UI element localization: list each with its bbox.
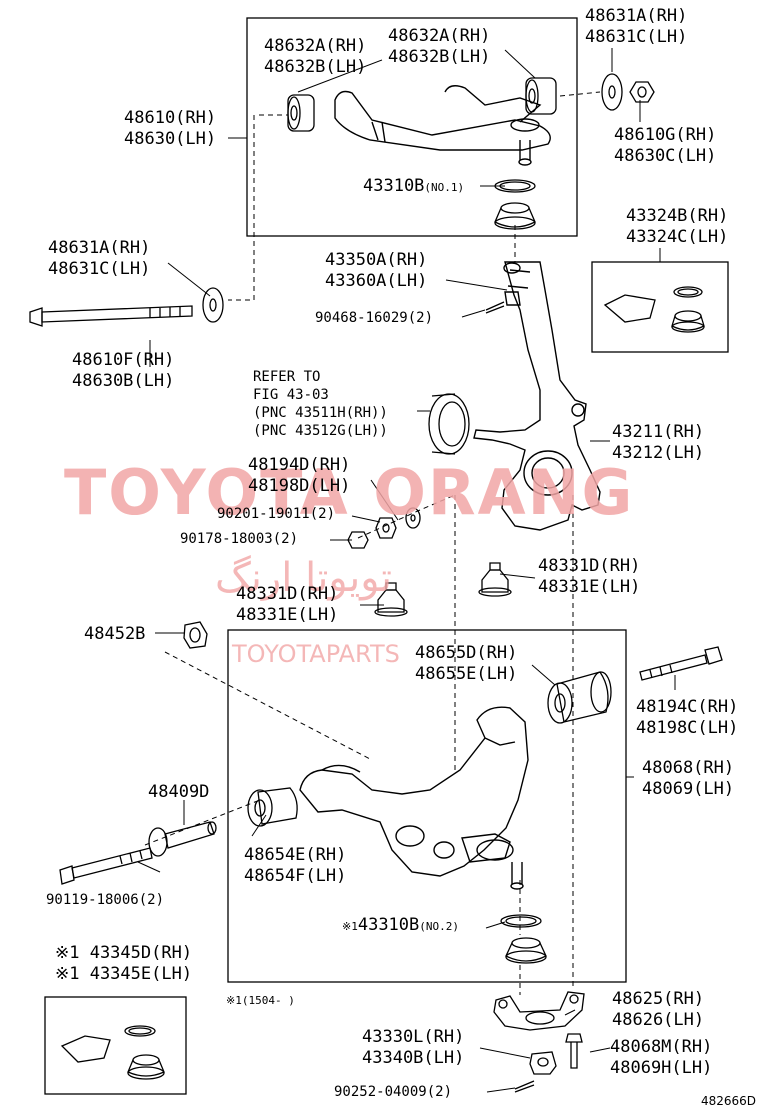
upper-arm-frame [246,17,578,237]
washer-90201 [405,507,421,529]
lower-control-arm [299,706,529,890]
hub-bearing-ring [428,393,470,455]
label-43324b: 43324B(RH)43324C(LH) [626,206,729,247]
bushing-48655d [547,671,612,724]
cotter-pin-90252 [514,1080,535,1093]
label-48625: 48625(RH)48626(LH) [612,989,705,1030]
label-48068m: 48068M(RH)48069H(LH) [610,1037,713,1078]
label-90468: 90468-16029(2) [315,310,434,326]
cotter-pin-90468 [485,301,505,314]
label-43350a: 43350A(RH)43360A(LH) [325,250,428,291]
label-48194d: 48194D(RH)48198D(LH) [248,455,351,496]
dust-boot-upper [494,202,536,230]
kit-frame-bottom [44,996,187,1095]
kit-top-contents [603,286,705,333]
label-90119: 90119-18006(2) [46,892,165,908]
steering-knuckle [473,261,601,531]
mount-48331-right [478,562,512,597]
snap-ring-lower [500,914,542,928]
label-48331d-right: 48331D(RH)48331E(LH) [538,556,641,597]
label-48632a-right: 48632A(RH)48632B(LH) [388,26,491,67]
reference-code: 482666D [700,1094,756,1108]
label-90252: 90252-04009(2) [334,1084,453,1100]
lower-arm-frame [227,629,627,983]
bolt-48610f [29,305,193,327]
label-43310b-no2: ※143310B(NO.2) [342,915,460,935]
kit-bottom-contents [60,1025,165,1080]
watermark-persian: تویوتا ارنگ [215,555,392,601]
label-48610: 48610(RH)48630(LH) [124,108,217,149]
label-48194c: 48194C(RH)48198C(LH) [636,697,739,738]
bolt-48068m [565,1033,583,1069]
label-48631a-top: 48631A(RH)48631C(LH) [585,6,688,47]
ball-joint-plate [493,991,585,1031]
cam-washer-left [202,287,224,323]
dust-boot-lower [505,937,547,964]
nut-48331-small [347,531,369,549]
label-48632a-left: 48632A(RH)48632B(LH) [264,36,367,77]
bolt-90119 [59,847,153,885]
note-1504: ※1(1504- ) [226,994,295,1007]
label-48409d: 48409D [148,782,210,802]
label-43310b-no1: 43310B(NO.1) [363,176,465,196]
label-48654e: 48654E(RH)48654F(LH) [244,845,347,886]
label-48610g: 48610G(RH)48630C(LH) [614,125,717,166]
bushing-48654e [247,787,298,827]
label-90201: 90201-19011(2) [217,506,336,522]
watermark-main: TOYOTA ORANG [64,456,635,529]
label-43345d: ※1 43345D(RH)※1 43345E(LH) [55,943,193,984]
label-48331d-left: 48331D(RH)48331E(LH) [236,584,339,625]
label-48655d: 48655D(RH)48655E(LH) [415,643,518,684]
upper-control-arm [334,85,551,166]
label-48452b: 48452B [84,624,146,644]
label-43211: 43211(RH)43212(LH) [612,422,705,463]
label-48631a-left: 48631A(RH)48631C(LH) [48,238,151,279]
kit-frame-top [591,261,729,353]
label-48610f: 48610F(RH)48630B(LH) [72,350,175,391]
upper-bushing-right [525,77,557,115]
mount-48331-left [374,582,408,617]
watermark-url: TOYOTAPARTS [232,640,400,668]
nut-48610g [629,81,655,103]
snap-ring-upper [494,179,536,193]
upper-bushing-left [287,94,315,132]
label-90178: 90178-18003(2) [180,531,299,547]
bolt-48194c [639,646,723,681]
nut-90178 [375,517,397,539]
cam-washer-top [601,73,623,111]
label-48068: 48068(RH)48069(LH) [642,758,735,799]
label-43330l: 43330L(RH)43340B(LH) [362,1027,465,1068]
nut-48452b [183,621,208,649]
cam-bolt-48409d [148,821,217,857]
nut-43330l [529,1051,557,1075]
